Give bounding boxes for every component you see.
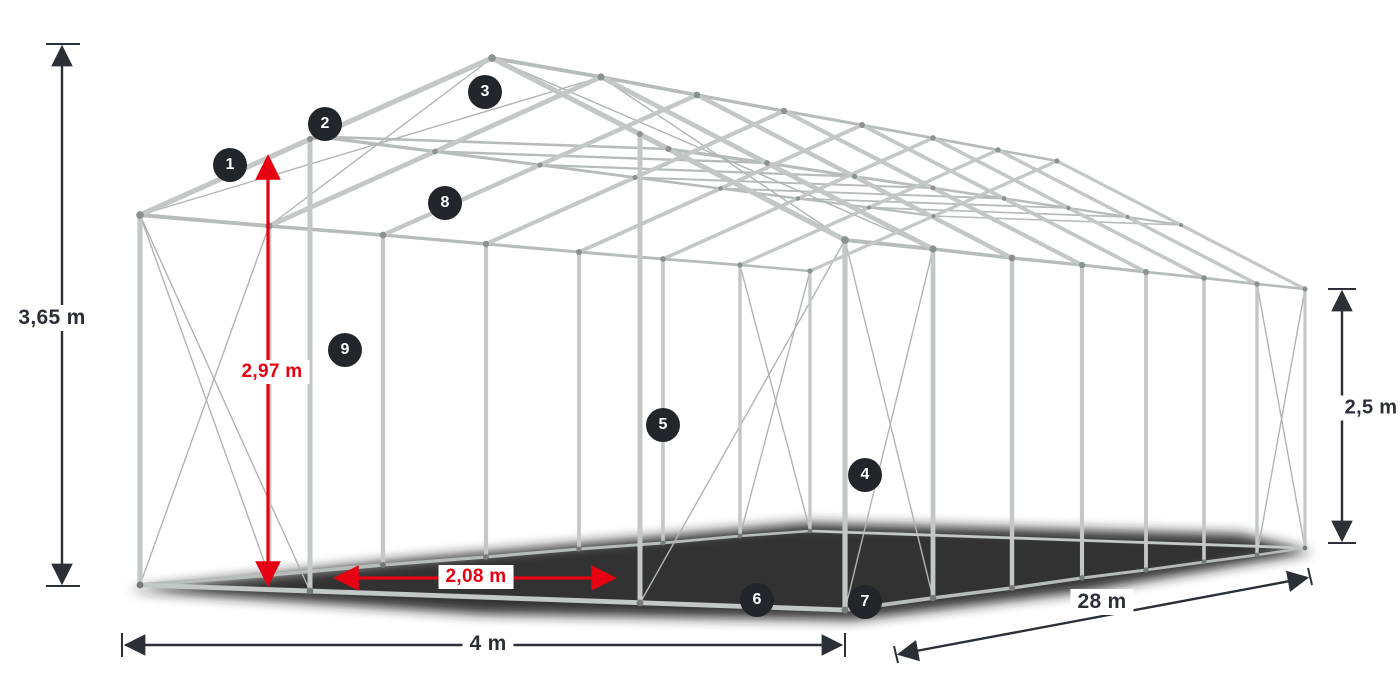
callout-badge-7: 7 <box>848 585 882 619</box>
callout-badge-3: 3 <box>468 75 502 109</box>
callout-badge-4: 4 <box>848 458 882 492</box>
callout-badge-9: 9 <box>328 333 362 367</box>
callout-badge-5: 5 <box>646 408 680 442</box>
callout-badge-1: 1 <box>213 148 247 182</box>
side-height-label: 2,5 m <box>1337 395 1400 421</box>
length-tick-left <box>893 645 899 664</box>
length-label: 28 m <box>1070 589 1134 615</box>
length-arrow <box>896 570 1310 662</box>
callout-badge-8: 8 <box>428 186 462 220</box>
entrance-width-label: 2,08 m <box>438 565 514 589</box>
total-height-label: 3,65 m <box>11 305 93 331</box>
width-label: 4 m <box>462 631 514 657</box>
callout-badge-2: 2 <box>308 107 342 141</box>
length-tick-right <box>1307 567 1313 586</box>
clear-height-label: 2,97 m <box>234 360 310 384</box>
tent-frame-structure <box>136 54 1308 614</box>
callout-badge-6: 6 <box>740 583 774 617</box>
